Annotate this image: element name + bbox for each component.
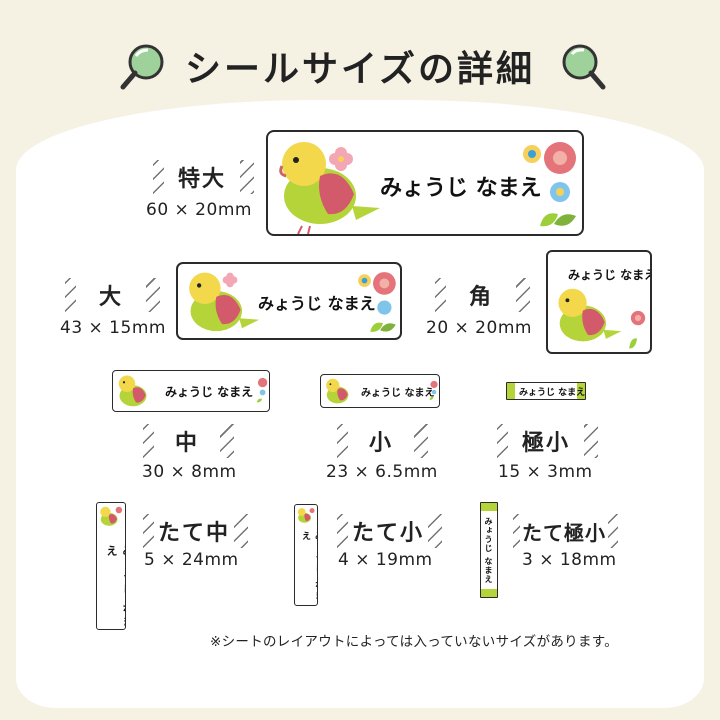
sticker-name-xs: みょうじ なまえ	[519, 388, 586, 398]
size-label-sm: 小	[348, 424, 414, 458]
label-tape-lg: 大	[62, 278, 160, 312]
size-dim-xs: 15 × 3mm	[498, 462, 593, 482]
label-tape-vsm: たて小	[334, 514, 442, 548]
sticker-vxs: みょうじ なまえ	[480, 502, 498, 598]
flower-icon	[329, 147, 353, 171]
size-label-sq: 角	[446, 278, 516, 312]
magnifier-icon-right	[562, 44, 606, 90]
flowers-icon	[256, 377, 268, 403]
label-tape-xl: 特大	[150, 160, 254, 194]
size-dim-md: 30 × 8mm	[142, 462, 237, 482]
size-dim-xl: 60 × 20mm	[146, 200, 252, 220]
sticker-name-md: みょうじ なまえ	[165, 385, 254, 399]
sticker-name-sm: みょうじ なまえ	[361, 388, 435, 399]
sticker-xs: みょうじ なまえ	[506, 382, 586, 400]
magnifier-icon-left	[120, 44, 164, 90]
sticker-sm: みょうじ なまえ	[320, 374, 440, 408]
page-title: シールサイズの詳細	[185, 49, 535, 90]
parakeet-icon	[297, 508, 315, 523]
size-label-md: 中	[154, 424, 220, 458]
label-tape-xs: 極小	[494, 424, 598, 458]
label-tape-sm: 小	[334, 424, 428, 458]
sticker-name-vmd: みょうじ なまえ	[105, 545, 126, 629]
size-label-vmd: たて中	[154, 514, 234, 548]
size-dim-sq: 20 × 20mm	[426, 318, 532, 338]
label-tape-md: 中	[140, 424, 234, 458]
parakeet-icon	[326, 378, 349, 404]
size-label-lg: 大	[76, 278, 146, 312]
sticker-lg: みょうじ なまえ	[176, 262, 402, 340]
sticker-name-lg: みょうじ なまえ	[258, 294, 376, 313]
parakeet-icon	[118, 375, 147, 407]
size-label-xs: 極小	[508, 424, 584, 458]
flowers-icon	[358, 272, 396, 332]
sticker-accent-top	[481, 503, 497, 511]
size-dim-sm: 23 × 6.5mm	[326, 462, 438, 482]
footnote: ※シートのレイアウトによっては入っていないサイズがあります。	[210, 634, 619, 650]
size-label-vxs: たて極小	[520, 514, 608, 548]
size-label-xl: 特大	[164, 160, 240, 194]
size-dim-lg: 43 × 15mm	[60, 318, 166, 338]
sticker-xl: みょうじ なまえ	[266, 130, 584, 236]
sticker-name-vsm: みょうじ なまえ	[300, 531, 318, 603]
sticker-name-sq: みょうじ なまえ	[568, 268, 652, 282]
sticker-accent-bottom	[481, 589, 497, 597]
label-tape-sq: 角	[432, 278, 530, 312]
flowers-icon	[629, 310, 646, 349]
size-dim-vmd: 5 × 24mm	[144, 550, 239, 570]
size-dim-vsm: 4 × 19mm	[338, 550, 433, 570]
parakeet-icon	[279, 142, 380, 234]
parakeet-icon	[100, 506, 123, 526]
flowers-icon	[429, 380, 438, 400]
sticker-sq: みょうじ なまえ	[546, 250, 652, 354]
sticker-vsm: みょうじ なまえ	[294, 504, 318, 606]
sticker-accent-right	[577, 383, 585, 399]
sticker-accent-left	[507, 383, 515, 399]
flowers-icon	[523, 142, 576, 227]
size-dim-vxs: 3 × 18mm	[522, 550, 617, 570]
size-label-vsm: たて小	[348, 514, 428, 548]
label-tape-vxs: たて極小	[510, 514, 618, 548]
flower-icon	[222, 272, 238, 288]
sticker-name-vxs: みょうじ なまえ	[484, 517, 493, 584]
parakeet-icon	[189, 272, 260, 332]
parakeet-icon	[558, 288, 622, 342]
sticker-md: みょうじ なまえ	[112, 370, 270, 412]
label-tape-vmd: たて中	[140, 514, 248, 548]
sticker-name-xl: みょうじ なまえ	[380, 176, 542, 201]
sticker-vmd: みょうじ なまえ	[96, 502, 126, 630]
